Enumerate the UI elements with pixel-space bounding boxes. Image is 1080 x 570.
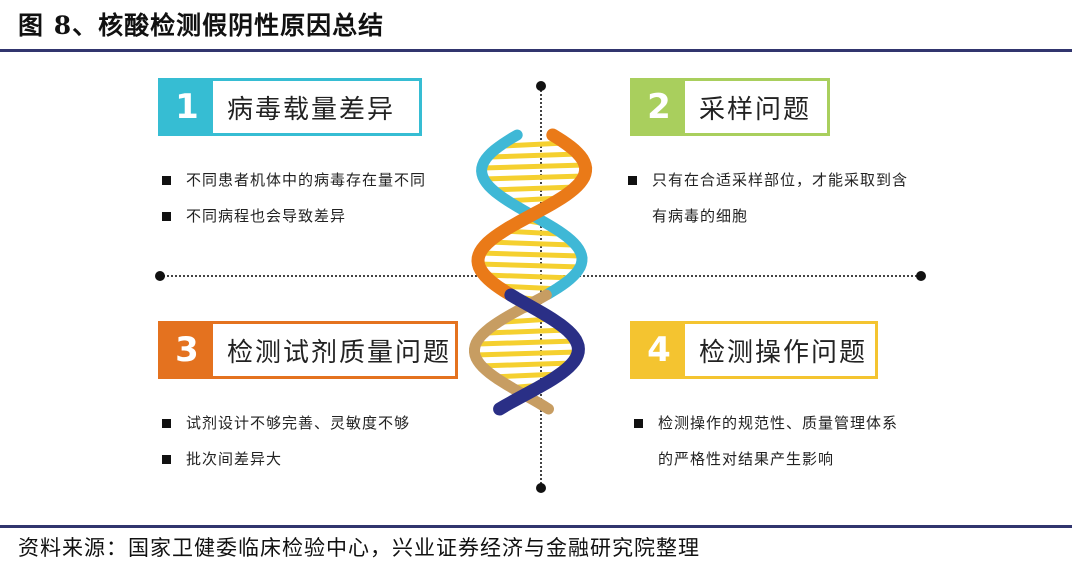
dna-strand-orange <box>471 128 593 301</box>
dna-strand-tan <box>469 289 554 415</box>
quadrant-2-bullets: 只有在合适采样部位，才能采取到含有病毒的细胞 <box>628 162 918 234</box>
quadrant-3-bullets: 试剂设计不够完善、灵敏度不够 批次间差异大 <box>162 405 462 477</box>
list-item: 不同病程也会导致差异 <box>162 198 462 234</box>
axis-endpoint-bottom <box>536 483 546 493</box>
quadrant-4-bullets: 检测操作的规范性、质量管理体系的严格性对结果产生影响 <box>634 405 904 477</box>
quadrant-2-header: 2 采样问题 <box>630 78 830 136</box>
quadrant-1-number: 1 <box>161 81 213 133</box>
dna-rung <box>480 162 588 171</box>
list-item: 检测操作的规范性、质量管理体系的严格性对结果产生影响 <box>634 405 904 477</box>
list-item: 不同患者机体中的病毒存在量不同 <box>162 162 462 198</box>
quadrant-3-header: 3 检测试剂质量问题 <box>158 321 458 379</box>
quadrant-1-bullets: 不同患者机体中的病毒存在量不同 不同病程也会导致差异 <box>162 162 462 234</box>
dna-helix-icon <box>469 128 593 416</box>
source-note: 资料来源：国家卫健委临床检验中心，兴业证券经济与金融研究院整理 <box>18 536 700 560</box>
quadrant-2-label: 采样问题 <box>699 94 812 125</box>
quadrant-3-label: 检测试剂质量问题 <box>227 337 452 368</box>
dna-rung <box>481 272 577 281</box>
figure-title: 图 8、核酸检测假阴性原因总结 <box>18 11 385 40</box>
quadrant-2-number: 2 <box>633 81 685 133</box>
dna-rung <box>474 338 579 347</box>
quadrant-4-number: 4 <box>633 324 685 376</box>
dna-rung <box>480 173 587 182</box>
quadrant-1-label: 病毒载量差异 <box>227 94 396 125</box>
quadrant-4-header: 4 检测操作问题 <box>630 321 878 379</box>
list-item: 只有在合适采样部位，才能采取到含有病毒的细胞 <box>628 162 918 234</box>
axis-endpoint-right <box>916 271 926 281</box>
list-item: 试剂设计不够完善、灵敏度不够 <box>162 405 462 441</box>
dna-rung <box>477 250 584 259</box>
dna-rung <box>486 239 576 248</box>
dna-rung <box>476 360 576 369</box>
dna-rung <box>487 151 581 160</box>
dna-strand-navy <box>493 288 585 416</box>
list-item: 批次间差异大 <box>162 441 462 477</box>
axis-endpoint-left <box>155 271 165 281</box>
bottom-rule <box>0 525 1072 528</box>
top-rule <box>0 49 1072 52</box>
dna-rung <box>472 349 581 358</box>
dna-rung <box>475 261 584 270</box>
quadrant-1-header: 1 病毒载量差异 <box>158 78 422 136</box>
axis-endpoint-top <box>536 81 546 91</box>
quadrant-4-label: 检测操作问题 <box>699 337 868 368</box>
dna-rung <box>487 184 579 193</box>
dna-rung <box>484 327 570 336</box>
quadrant-3-number: 3 <box>161 324 213 376</box>
dna-rungs <box>472 140 588 391</box>
